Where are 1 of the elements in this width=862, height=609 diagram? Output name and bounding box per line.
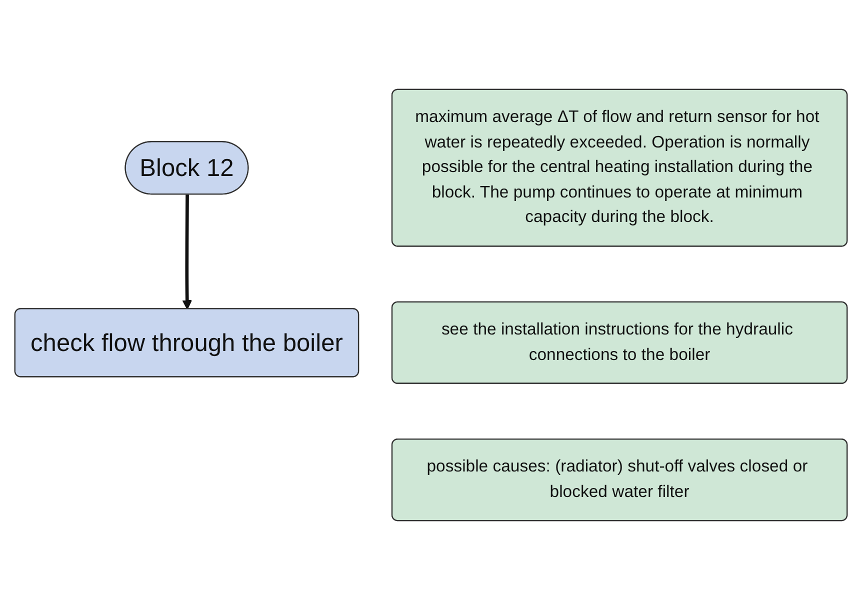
arrow <box>182 194 192 310</box>
